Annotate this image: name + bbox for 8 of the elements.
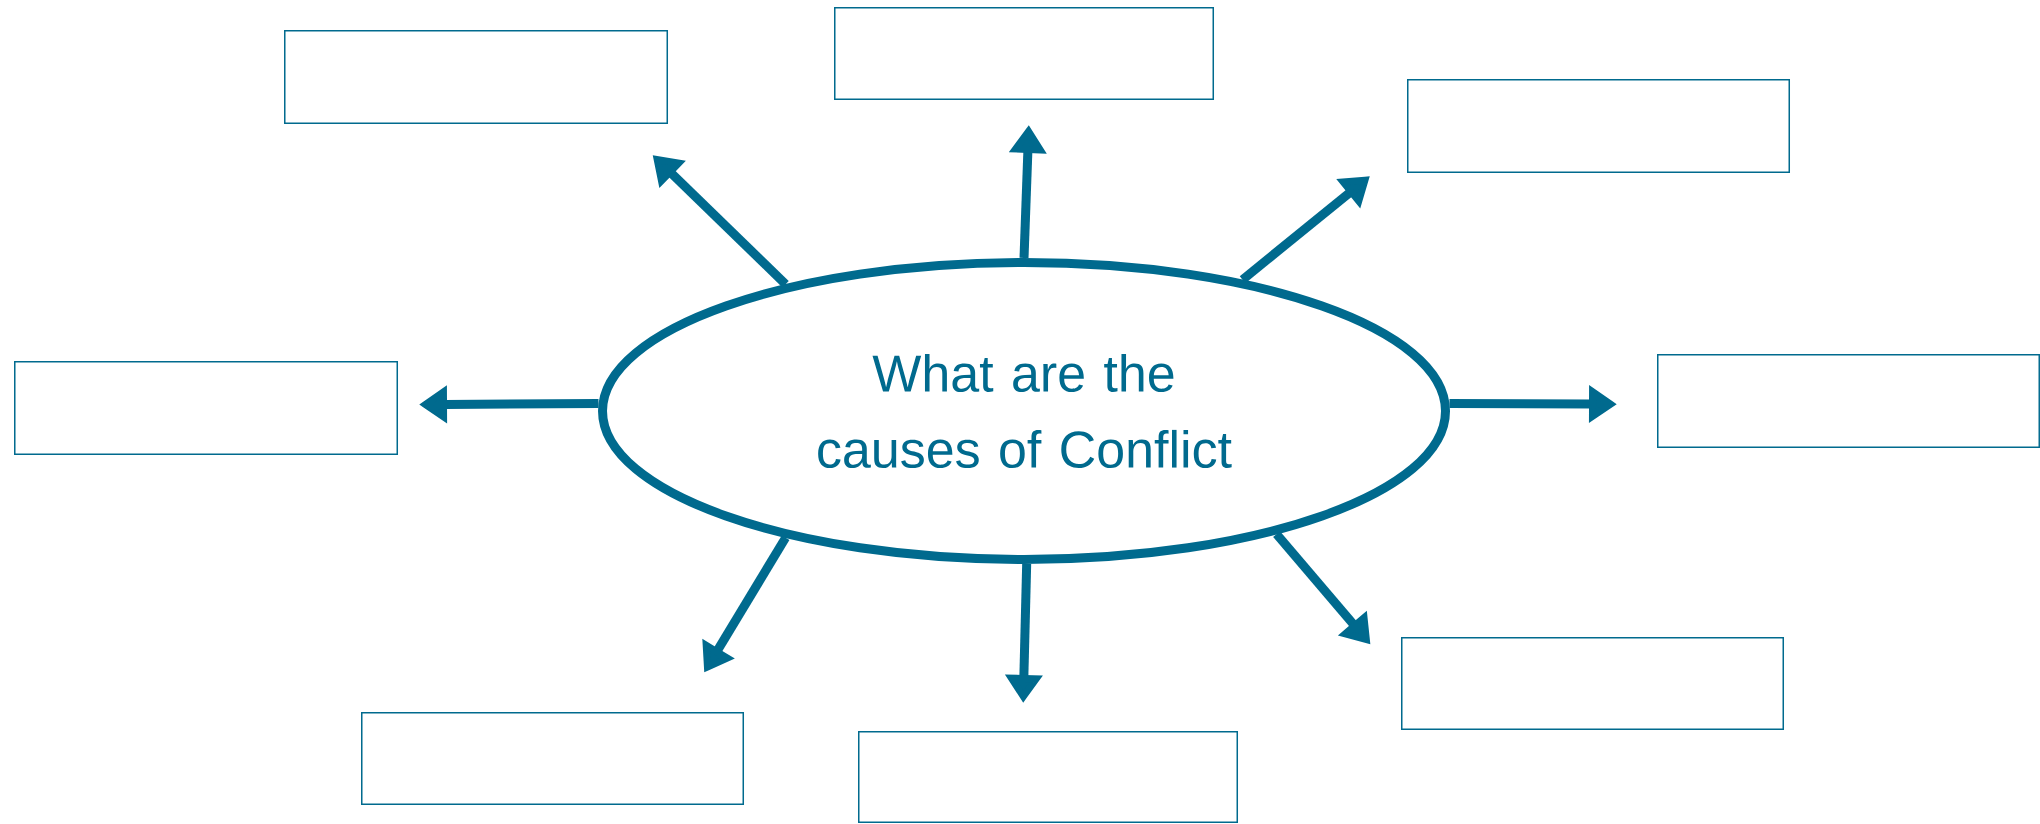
answer-box bbox=[361, 712, 744, 805]
answer-box bbox=[858, 731, 1238, 823]
answer-box bbox=[1401, 637, 1784, 730]
answer-box bbox=[284, 30, 668, 124]
answer-box bbox=[1657, 354, 2040, 448]
answer-box bbox=[14, 361, 398, 455]
answer-box bbox=[834, 7, 1214, 100]
answer-box bbox=[1407, 79, 1790, 173]
